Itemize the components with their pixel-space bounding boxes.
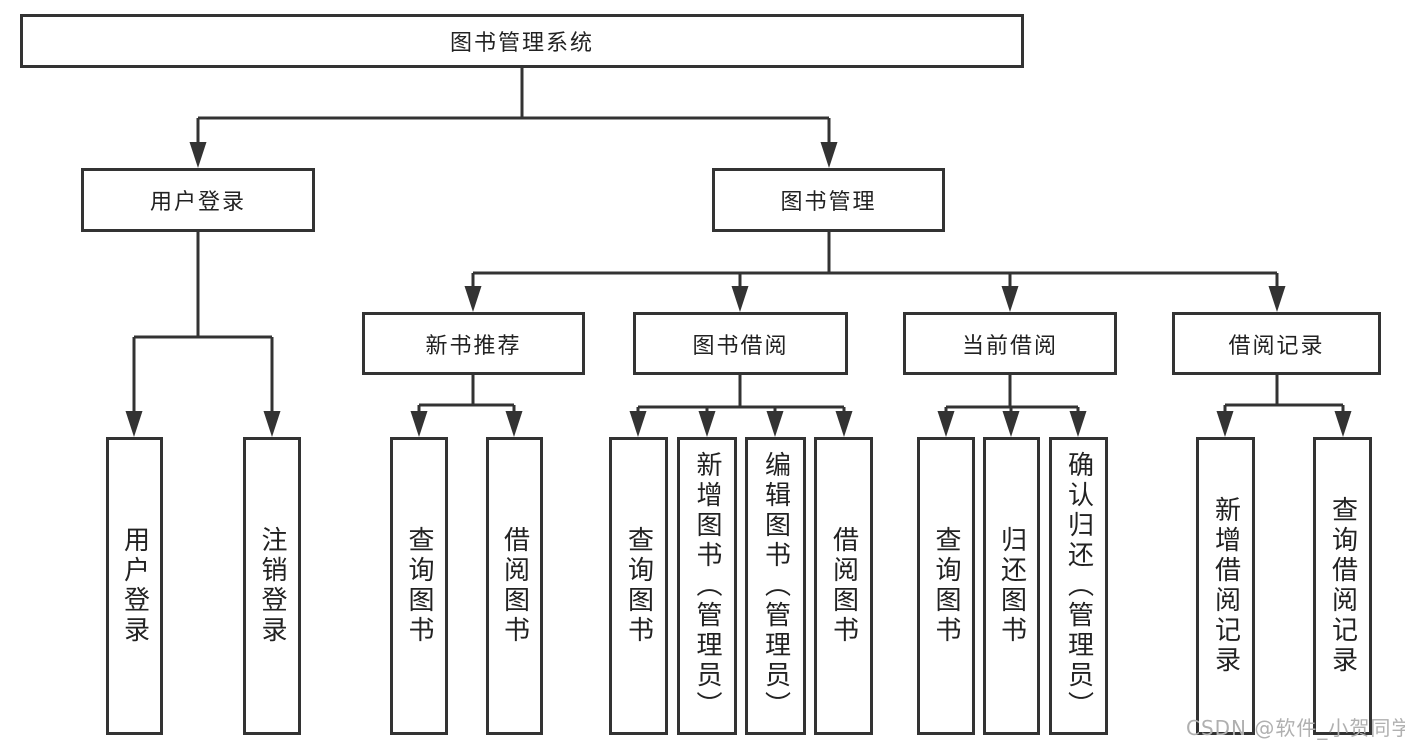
leaf-add-book-admin-label: 新增图书（管理员） [692,451,722,721]
leaf-add-book-admin: 新增图书（管理员） [677,437,737,735]
node-book-borrow: 图书借阅 [633,312,848,375]
leaf-borrow-book-label: 借阅图书 [828,526,859,646]
leaf-add-borrow-record-label: 新增借阅记录 [1210,496,1241,676]
leaf-edit-book-admin: 编辑图书（管理员） [745,437,806,735]
leaf-recommend-borrow-book: 借阅图书 [486,437,543,735]
node-book-management: 图书管理 [712,168,945,232]
node-book-borrow-label: 图书借阅 [692,333,789,359]
leaf-recommend-borrow-book-label: 借阅图书 [499,526,530,646]
leaf-current-query-book-label: 查询图书 [931,526,961,646]
node-root-label: 图书管理系统 [449,31,594,56]
node-current-borrow-label: 当前借阅 [961,333,1058,359]
node-current-borrow: 当前借阅 [903,312,1117,375]
arrowheads [125,142,1352,437]
leaf-borrow-query-book: 查询图书 [609,437,668,735]
csdn-watermark: CSDN @软件_小贺同学 [1186,716,1405,740]
leaf-user-login-label: 用户登录 [119,526,150,646]
leaf-recommend-query-book: 查询图书 [390,437,448,735]
leaf-return-book-label: 归还图书 [996,526,1027,646]
node-borrow-records: 借阅记录 [1172,312,1381,375]
node-user-login-label: 用户登录 [149,190,246,215]
leaf-user-login: 用户登录 [106,437,163,735]
node-user-login: 用户登录 [81,168,315,232]
leaf-confirm-return-admin: 确认归还（管理员） [1049,437,1108,735]
node-book-management-label: 图书管理 [780,190,877,215]
leaf-query-borrow-record-label: 查询借阅记录 [1327,496,1358,676]
edge-paths [132,68,1345,413]
leaf-confirm-return-admin-label: 确认归还（管理员） [1063,451,1094,721]
leaf-add-borrow-record: 新增借阅记录 [1196,437,1255,735]
leaf-logout: 注销登录 [243,437,301,735]
leaf-current-query-book: 查询图书 [917,437,975,735]
leaf-borrow-book: 借阅图书 [814,437,873,735]
leaf-logout-label: 注销登录 [257,526,287,646]
leaf-borrow-query-book-label: 查询图书 [623,526,654,646]
node-new-book-recommend-label: 新书推荐 [425,333,522,359]
node-borrow-records-label: 借阅记录 [1228,333,1325,359]
leaf-return-book: 归还图书 [983,437,1040,735]
node-new-book-recommend: 新书推荐 [362,312,585,375]
leaf-recommend-query-book-label: 查询图书 [404,526,434,646]
leaf-query-borrow-record: 查询借阅记录 [1313,437,1372,735]
leaf-edit-book-admin-label: 编辑图书（管理员） [760,451,791,721]
node-root: 图书管理系统 [20,14,1024,68]
